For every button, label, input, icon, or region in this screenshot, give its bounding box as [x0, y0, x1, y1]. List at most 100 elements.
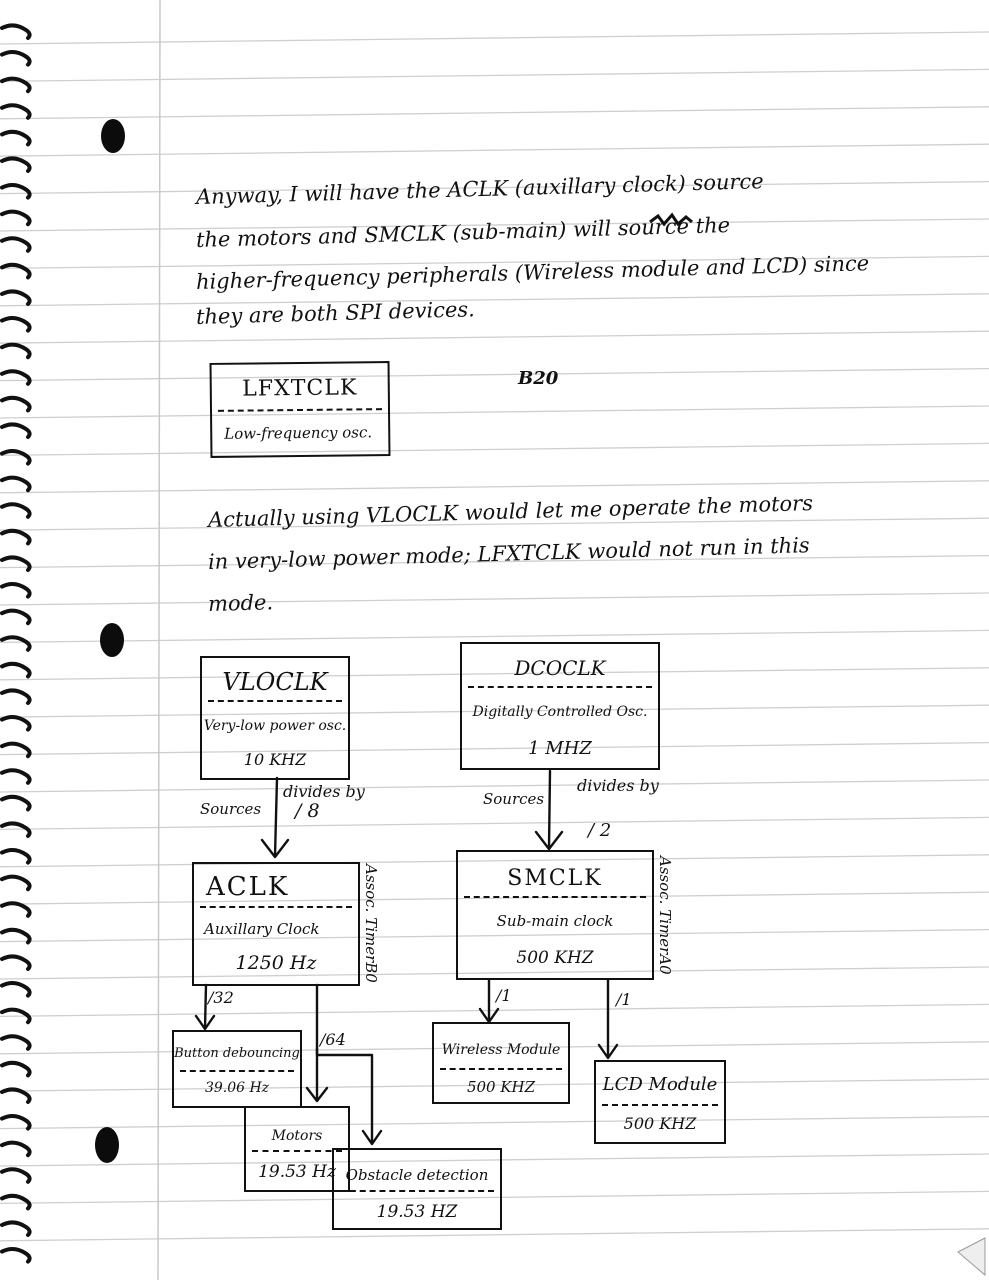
ruled-line [0, 966, 989, 980]
spiral-coil [0, 502, 32, 519]
ruled-line [0, 928, 989, 943]
ruled-line [0, 143, 989, 157]
vloclk-title: VLOCLK [222, 668, 328, 696]
spiral-coil [0, 395, 32, 413]
diagram-arrows [194, 769, 619, 1146]
spiral-coil [0, 1114, 32, 1131]
margin-line [157, 0, 161, 1280]
spiral-coil [0, 1140, 32, 1158]
arrow-aclk-to-motors [305, 983, 329, 1103]
ruled-line [0, 554, 989, 569]
ruled-line [0, 106, 989, 120]
ruled-line [0, 704, 989, 718]
aclk-separator [200, 906, 352, 908]
ruled-line [0, 667, 989, 681]
dcoclk-separator [468, 686, 652, 688]
ruled-lines [0, 31, 989, 1242]
spiral-coil [0, 901, 32, 918]
motors-box: Motors 19.53 Hz [244, 1106, 350, 1192]
ruled-line [0, 1115, 989, 1130]
spiral-coil [0, 954, 32, 971]
spiral-coil [0, 741, 32, 759]
smclk-separator [464, 896, 646, 898]
arrow-smclk-to-lcd [597, 978, 619, 1060]
aclk-freq: 1250 Hz [235, 952, 317, 974]
wireless-module-box: Wireless Module 500 KHZ [432, 1022, 570, 1104]
vlo-sources-label: Sources [200, 800, 262, 818]
vloclk-separator [208, 700, 342, 702]
vlo-divides-label: divides by [283, 782, 365, 801]
spiral-coil [0, 156, 32, 173]
motors-title: Motors [271, 1128, 323, 1144]
smclk-box: SMCLK Sub-main clock 500 KHZ [456, 850, 654, 980]
spiral-coil [0, 183, 32, 200]
spiral-coil [0, 661, 32, 679]
ruled-line [0, 741, 989, 756]
ruled-line [0, 1003, 989, 1018]
aclk-box: ACLK Auxillary Clock 1250 Hz [192, 862, 360, 986]
div-label-wireless: /1 [496, 986, 512, 1005]
scribble-b20: B20 [518, 368, 559, 389]
aclk-title: ACLK [206, 872, 290, 902]
spiral-coil [0, 927, 32, 945]
div-label-lcd: /1 [616, 990, 632, 1009]
page-curl [957, 1237, 986, 1277]
spiral-coil [0, 449, 32, 466]
lfxtclk-separator [217, 408, 383, 412]
button-debounce-box: Button debouncing 39.06 Hz [172, 1030, 302, 1108]
wireless-module-title: Wireless Module [441, 1042, 561, 1058]
ruled-line [0, 180, 989, 195]
spiral-coil [0, 794, 32, 812]
smclk-desc: Sub-main clock [496, 912, 614, 930]
lfxtclk-desc: Low-frequency osc. [224, 423, 373, 443]
spiral-coil [0, 768, 32, 785]
spiral-coil [0, 981, 32, 998]
arrow-aclk-to-button [194, 983, 216, 1031]
ruled-line [0, 367, 989, 382]
lcd-module-freq: 500 KHZ [623, 1114, 697, 1133]
ruled-line [0, 293, 989, 307]
obstacle-detection-separator [340, 1190, 494, 1192]
ruled-line [0, 218, 989, 232]
smclk-title: SMCLK [507, 866, 603, 891]
vloclk-box: VLOCLK Very-low power osc. 10 KHZ [200, 656, 350, 780]
lfxtclk-title: LFXTCLK [242, 375, 358, 402]
motors-separator [252, 1150, 342, 1152]
spiral-coil [0, 342, 32, 360]
ruled-line [0, 517, 989, 531]
ruled-line [0, 480, 989, 494]
aclk-assoc-timer: Assoc. TimerB0 [362, 864, 380, 983]
vlo-divide-factor: / 8 [295, 800, 320, 822]
spiral-coil [0, 1060, 32, 1078]
spiral-coil [0, 316, 32, 333]
motors-freq: 19.53 Hz [258, 1162, 336, 1182]
ruled-line [0, 255, 989, 270]
ruled-line [0, 1190, 989, 1205]
spiral-coil [0, 874, 32, 892]
scribble-icon [649, 212, 693, 227]
spiral-coil [0, 528, 32, 546]
ruled-line [0, 779, 989, 793]
spiral-coil [0, 555, 32, 572]
spiral-coil [0, 369, 32, 386]
div-label-button: /32 [208, 988, 234, 1007]
div-label-motors: /64 [320, 1030, 346, 1049]
paragraph2-line3: mode. [207, 590, 274, 616]
wireless-module-separator [440, 1068, 562, 1070]
spiral-coil [0, 50, 32, 67]
wireless-module-freq: 500 KHZ [466, 1078, 536, 1096]
dcoclk-desc: Digitally Controlled Osc. [472, 704, 648, 720]
ruled-line [0, 891, 989, 905]
spiral-coil [0, 475, 32, 493]
button-debounce-freq: 39.06 Hz [204, 1080, 270, 1096]
spiral-coil [0, 262, 32, 280]
ruled-line [0, 816, 989, 831]
aclk-desc: Auxillary Clock [204, 920, 320, 938]
ruled-line [0, 330, 989, 344]
ruled-line [0, 1078, 989, 1092]
spiral-binding [0, 23, 32, 1264]
lcd-module-box: LCD Module 500 KHZ [594, 1060, 726, 1144]
spiral-coil [0, 608, 32, 626]
punched-hole-bottom [95, 1127, 119, 1163]
dco-sources-label: Sources [483, 790, 545, 808]
